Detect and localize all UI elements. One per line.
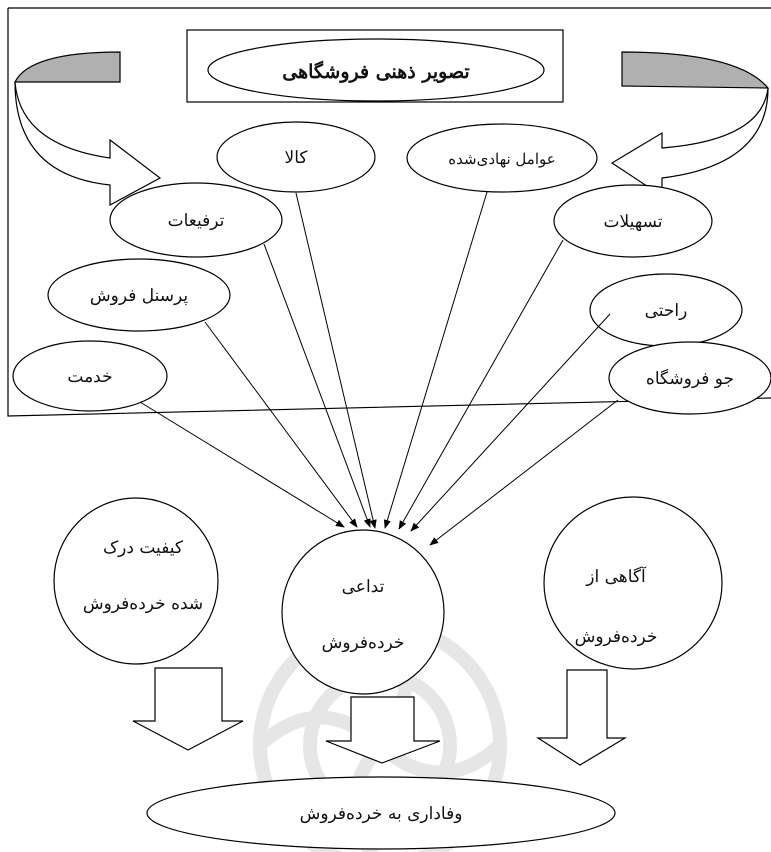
arrow-institutional [383,191,488,529]
factor-goods: کالا [216,121,376,193]
construct-association: تداعی خرده‌فروش [281,529,445,695]
factor-facilities: تسهیلات [553,184,713,258]
svg-text:جو فروشگاه: جو فروشگاه [646,368,734,389]
title-text: تصویر ذهنی فروشگاهی [282,60,469,83]
svg-text:تسهیلات: تسهیلات [603,212,662,232]
right-curved-arrow-icon [610,51,770,198]
svg-text:پرسنل فروش: پرسنل فروش [90,286,189,306]
factor-service: خدمت [12,340,168,412]
outcome-loyalty: وفاداری به خرده‌فروش [146,776,616,850]
svg-text:کیفیت درک: کیفیت درک [103,538,184,558]
factor-atmosphere: جو فروشگاه [608,341,771,415]
svg-text:تداعی: تداعی [342,577,385,597]
svg-text:وفاداری به خرده‌فروش: وفاداری به خرده‌فروش [300,804,463,824]
title-ellipse [207,38,545,102]
arrow-promotions [263,243,371,528]
arrow-service [139,401,345,528]
construct-perceived-quality: کیفیت درک شده خرده‌فروش [53,497,219,665]
svg-text:خدمت: خدمت [67,367,112,387]
svg-text:عوامل نهادی‌شده: عوامل نهادی‌شده [448,150,555,168]
svg-text:کالا: کالا [285,148,309,168]
down-arrow-left-icon [132,667,244,751]
factor-comfort: راحتی [589,273,743,347]
factor-institutional: عوامل نهادی‌شده [406,123,598,193]
arrow-goods [295,192,377,529]
construct-awareness: آگاهی از خرده‌فروش [543,496,723,670]
svg-text:راحتی: راحتی [645,301,688,321]
svg-text:شده خرده‌فروش: شده خرده‌فروش [83,594,203,614]
factor-sales-staff: پرسنل فروش [47,258,231,332]
outer-frame [7,7,771,417]
arrow-comfort [410,313,611,532]
svg-text:خرده‌فروش: خرده‌فروش [575,627,658,647]
down-arrow-center-icon [325,696,441,764]
svg-text:خرده‌فروش: خرده‌فروش [322,633,405,653]
svg-text:آگاهی از: آگاهی از [585,565,647,587]
connector-arrows [139,191,619,546]
factor-promotions: ترفیعات [109,182,283,258]
arrow-facilities [398,239,564,530]
down-arrow-right-icon [535,669,628,766]
svg-text:ترفیعات: ترفیعات [168,211,225,231]
arrow-atmosphere [429,399,619,546]
arrow-sales-staff [204,321,358,528]
left-curved-arrow-icon [14,51,162,207]
